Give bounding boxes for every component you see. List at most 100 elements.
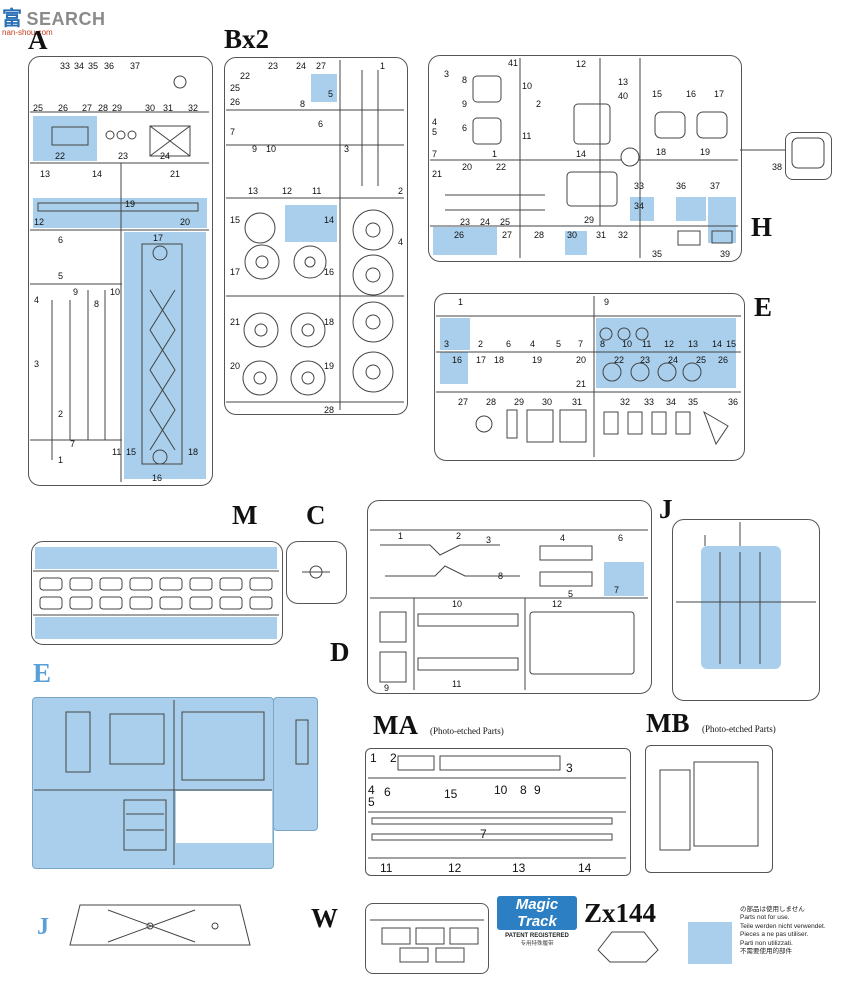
part-number: 25 — [500, 217, 511, 227]
part-number: 2 — [536, 99, 542, 109]
part-number: 27 — [82, 103, 93, 113]
part-number: 3 — [566, 761, 573, 775]
part-number: 4 — [432, 117, 438, 127]
part-number: 28 — [324, 405, 335, 415]
notice-line: 不需要使用的部件 — [740, 948, 792, 956]
part-number: 4 — [560, 533, 566, 543]
part-number: 19 — [324, 361, 335, 371]
part-number: 9 — [384, 683, 390, 693]
part-number: 13 — [688, 339, 699, 349]
part-number: 11 — [642, 339, 652, 349]
sprue-label-h: H — [751, 212, 773, 242]
part-number: 10 — [452, 599, 463, 609]
part-number: 3 — [444, 69, 450, 79]
sprue-a-blue-region — [33, 116, 97, 161]
sprue-label-c: C — [306, 500, 326, 530]
part-number: 4 — [34, 295, 40, 305]
part-number: 11 — [112, 447, 122, 457]
sprue-label-e-blue: E — [33, 658, 52, 688]
watermark: 富 SEARCH nan-shou.com — [2, 2, 105, 37]
part-number: 12 — [552, 599, 563, 609]
part-number: 6 — [58, 235, 64, 245]
part-number: 23 — [268, 61, 279, 71]
part-number: 36 — [728, 397, 739, 407]
part-number: 3 — [444, 339, 450, 349]
part-number: 29 — [514, 397, 525, 407]
part-number: 21 — [230, 317, 241, 327]
part-number: 12 — [448, 861, 462, 875]
part-number: 4 — [368, 783, 375, 797]
part-number: 17 — [230, 267, 241, 277]
part-number: 12 — [664, 339, 675, 349]
part-number: 7 — [578, 339, 584, 349]
part-number: 6 — [506, 339, 512, 349]
sprue-e-blue-region — [440, 318, 470, 350]
part-number: 1 — [58, 455, 64, 465]
sprue-label-e: E — [754, 292, 773, 322]
part-number: 7 — [432, 149, 438, 159]
part-number: 5 — [328, 89, 334, 99]
part-number: 41 — [508, 58, 519, 68]
sprue-h-blue-region — [433, 227, 497, 255]
part-number: 36 — [104, 61, 115, 71]
part-number: 7 — [480, 827, 487, 841]
part-number: 31 — [572, 397, 583, 407]
part-number: 17 — [153, 233, 164, 243]
part-number: 12 — [576, 59, 587, 69]
sprue-label-bx2: Bx2 — [224, 24, 270, 54]
part-number: 31 — [163, 103, 174, 113]
watermark-logo: 富 — [2, 8, 22, 30]
sprue-e-blue-region — [440, 352, 468, 384]
part-number: 9 — [534, 783, 541, 797]
sprue-label-mb: MB — [646, 708, 690, 738]
part-number: 13 — [512, 861, 526, 875]
part-number: 23 — [118, 151, 129, 161]
part-number: 10 — [266, 144, 277, 154]
part-number: 7 — [614, 585, 620, 595]
part-number: 24 — [296, 61, 307, 71]
part-number: 17 — [476, 355, 487, 365]
part-number: 15 — [444, 787, 458, 801]
part-number: 3 — [486, 535, 492, 545]
part-number: 8 — [300, 99, 306, 109]
part-number: 16 — [324, 267, 335, 277]
part-number: 5 — [432, 127, 438, 137]
part-number: 33 — [60, 61, 71, 71]
part-number: 14 — [576, 149, 587, 159]
part-number: 32 — [620, 397, 631, 407]
part-number: 15 — [126, 447, 137, 457]
sprue-a-blue-region — [124, 232, 206, 479]
notice-line: Teile werden nicht verwendet. — [740, 922, 826, 930]
part-number: 29 — [112, 103, 123, 113]
photo-etched-note-mb: (Photo-etched Parts) — [702, 724, 776, 734]
part-number: 5 — [568, 589, 574, 599]
part-number: 2 — [398, 186, 404, 196]
notice-line: Parti non utilizzati. — [740, 939, 793, 947]
part-number: 10 — [622, 339, 633, 349]
part-number: 9 — [604, 297, 610, 307]
part-number: 18 — [324, 317, 335, 327]
part-number: 35 — [688, 397, 699, 407]
part-number: 10 — [110, 287, 121, 297]
part-number: 26 — [454, 230, 465, 240]
part-number: 8 — [94, 299, 100, 309]
part-number: 31 — [596, 230, 607, 240]
sprue-h-blue-region — [630, 197, 654, 221]
part-number: 9 — [73, 287, 79, 297]
part-number: 6 — [318, 119, 324, 129]
part-number: 25 — [33, 103, 44, 113]
sprue-b-blue-region — [311, 74, 337, 102]
part-number: 11 — [452, 679, 462, 689]
part-number: 22 — [496, 162, 507, 172]
part-number: 40 — [618, 91, 629, 101]
part-number: 28 — [486, 397, 497, 407]
part-number: 21 — [170, 169, 181, 179]
sprue-m-blue-region — [35, 617, 277, 639]
part-number: 36 — [676, 181, 687, 191]
part-number: 28 — [98, 103, 109, 113]
part-number: 8 — [520, 783, 527, 797]
part-number: 28 — [534, 230, 545, 240]
watermark-domain: nan-shou.com — [2, 28, 53, 37]
part-number: 25 — [230, 83, 241, 93]
